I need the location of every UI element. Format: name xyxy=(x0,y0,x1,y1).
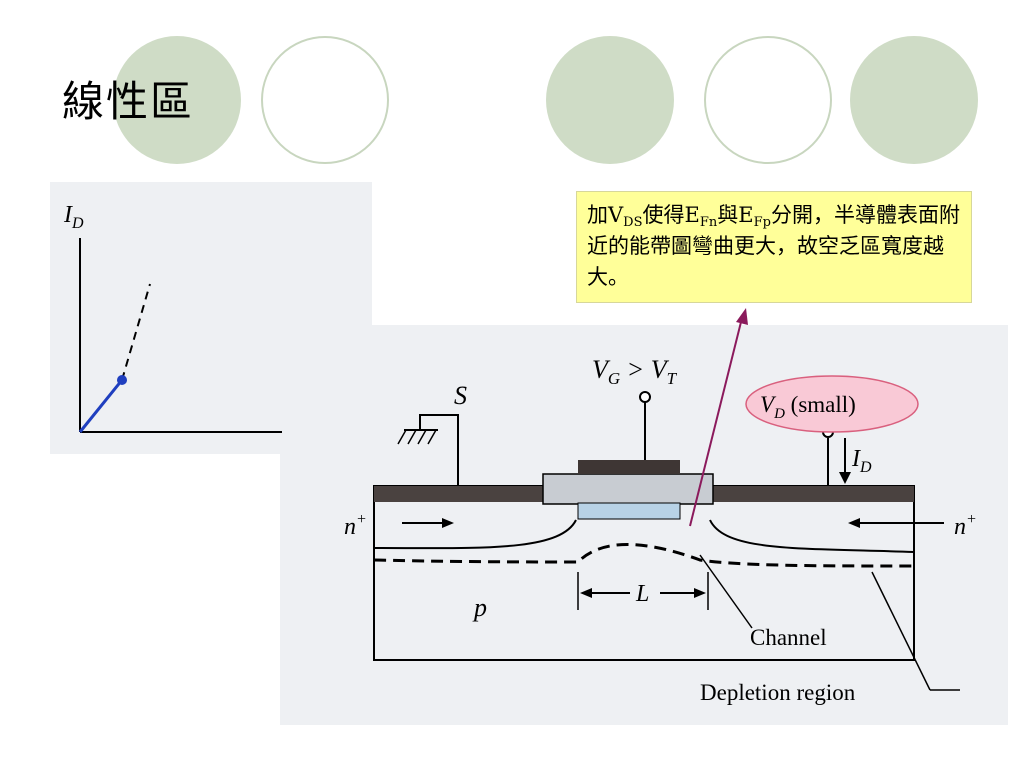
n-right-arrowhead xyxy=(848,518,860,528)
gate-electrode xyxy=(578,460,680,474)
ground-hatch xyxy=(407,429,417,445)
depletion-boundary xyxy=(373,543,915,568)
decor-circle-5 xyxy=(850,36,978,164)
source-label: S xyxy=(454,381,467,410)
slide-title: 線性區 xyxy=(62,77,195,126)
decor-circle-2 xyxy=(261,36,389,164)
length-arrowhead-right xyxy=(694,588,706,598)
ground-hatch xyxy=(417,429,427,445)
graph-ylabel: ID xyxy=(63,202,84,232)
graph-extrapolation xyxy=(121,283,151,381)
drain-voltage-ellipse xyxy=(745,375,919,433)
source-wire xyxy=(419,414,459,486)
gate-terminal xyxy=(639,391,651,403)
drain-current-label: ID xyxy=(851,446,872,476)
n-left-arrowhead xyxy=(442,518,454,528)
substrate-label: p xyxy=(472,593,487,622)
length-arrowhead-left xyxy=(580,588,592,598)
drain-current-arrowhead xyxy=(839,472,851,484)
depletion-leader xyxy=(871,571,931,691)
graph-linear-segment xyxy=(78,379,124,433)
graph-operating-point xyxy=(117,375,127,385)
annotation-note: 加VDS使得EFn與EFp分開，半導體表面附近的能帶圖彎曲更大，故空乏區寬度越大… xyxy=(576,191,972,303)
depletion-region-label: Depletion region xyxy=(700,680,856,705)
ground-hatch xyxy=(427,429,437,445)
n-plus-left-label: n+ xyxy=(344,511,367,540)
n-plus-right-label: n+ xyxy=(954,511,977,540)
iv-graph: ID xyxy=(63,202,282,433)
channel-label: Channel xyxy=(750,625,827,650)
source-junction xyxy=(373,519,577,550)
note-pointer-arrowhead xyxy=(736,308,748,325)
channel-region xyxy=(577,502,681,520)
channel-leader xyxy=(699,554,753,629)
drain-voltage-callout: VD (small) xyxy=(745,375,919,433)
mosfet-cross-section: S VG > VT ID n+ n+ p L Channel Depletion… xyxy=(344,355,977,705)
drain-voltage-label: VD (small) xyxy=(760,392,856,422)
gate-oxide xyxy=(542,473,714,505)
decor-circle-3 xyxy=(546,36,674,164)
ground-hatch xyxy=(397,429,407,445)
drain-junction xyxy=(709,519,915,553)
length-label: L xyxy=(635,581,649,607)
note-pointer-line xyxy=(689,317,743,527)
decor-circle-4 xyxy=(704,36,832,164)
gate-voltage-label: VG > VT xyxy=(592,355,678,388)
decor-circle-1 xyxy=(113,36,241,164)
